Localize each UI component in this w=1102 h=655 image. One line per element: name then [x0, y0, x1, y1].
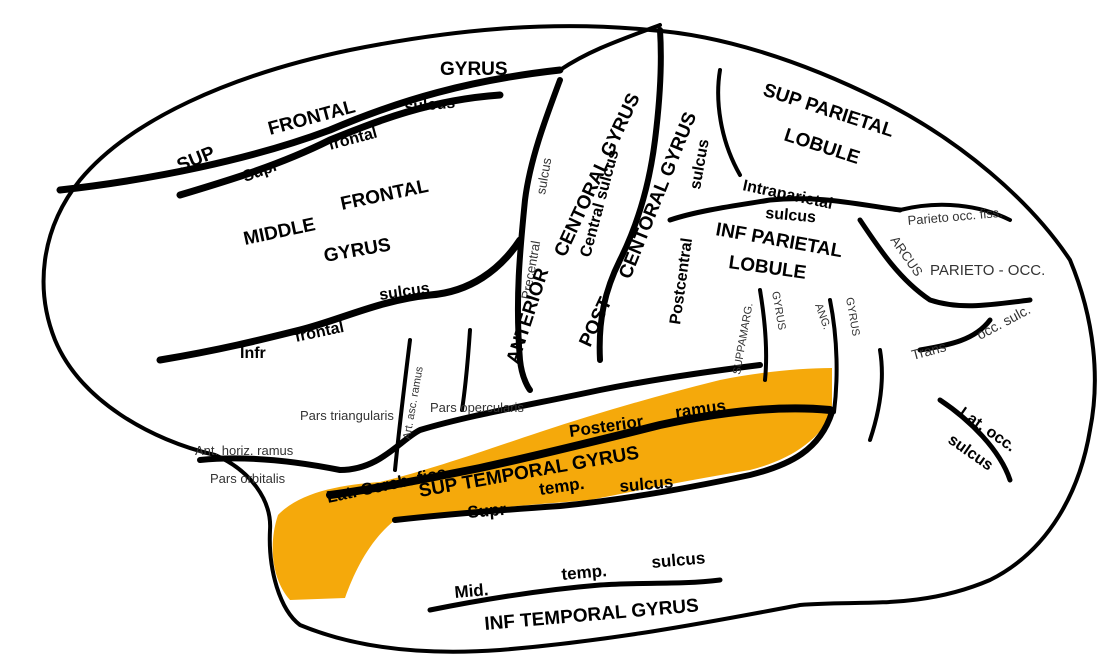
label-temp-mid: temp. — [561, 561, 608, 584]
label-anterior: ANTERIOR — [503, 265, 554, 366]
label-sulcus-vert: sulcus — [533, 156, 554, 195]
label-frontal-mid: FRONTAL — [339, 176, 431, 215]
label-pars-orbitalis: Pars orbitalis — [210, 471, 286, 486]
label-ant-horiz-ramus: Ant. horiz. ramus — [195, 443, 294, 458]
label-post: POST — [575, 294, 616, 350]
label-middle: MIDDLE — [242, 214, 318, 250]
label-infr: Infr — [240, 345, 266, 362]
label-sup-parietal: SUP PARIETAL — [760, 80, 896, 142]
label-gyrus-ang: GYRUS — [843, 296, 862, 337]
label-lobule-2: LOBULE — [727, 252, 807, 284]
label-gyrus-mid: GYRUS — [322, 235, 392, 267]
label-gyrus-top: GYRUS — [440, 59, 508, 80]
label-pars-triangularis: Pars triangularis — [300, 408, 394, 423]
label-mid: Mid. — [454, 580, 490, 602]
brain-outline — [44, 26, 1095, 652]
label-parieto-occ-fiss: Parieto occ. fiss. — [907, 205, 1003, 228]
label-parieto-occ: PARIETO - OCC. — [930, 262, 1045, 279]
sulci — [60, 25, 1030, 610]
label-sulcus-sup: sulcus — [404, 95, 456, 116]
label-sulcus-postc: sulcus — [687, 138, 713, 191]
label-sulcus-mid: sulcus — [651, 548, 706, 572]
label-pars-opercularis: Pars opercularis — [430, 400, 524, 415]
label-supr: Supr — [241, 157, 281, 185]
label-trans: Trans — [910, 338, 948, 363]
label-gyrus-sm: GYRUS — [769, 290, 788, 331]
label-arcus: ARCUS — [888, 233, 927, 279]
label-supr-temp: Supr — [467, 500, 508, 522]
label-frontal-inf: frontal — [293, 319, 345, 346]
label-sulcus-ip: sulcus — [765, 205, 817, 226]
label-sulcus-inf: sulcus — [378, 280, 431, 304]
label-lobule-1: LOBULE — [781, 125, 862, 169]
label-postcentral: Postcentral — [667, 237, 696, 326]
